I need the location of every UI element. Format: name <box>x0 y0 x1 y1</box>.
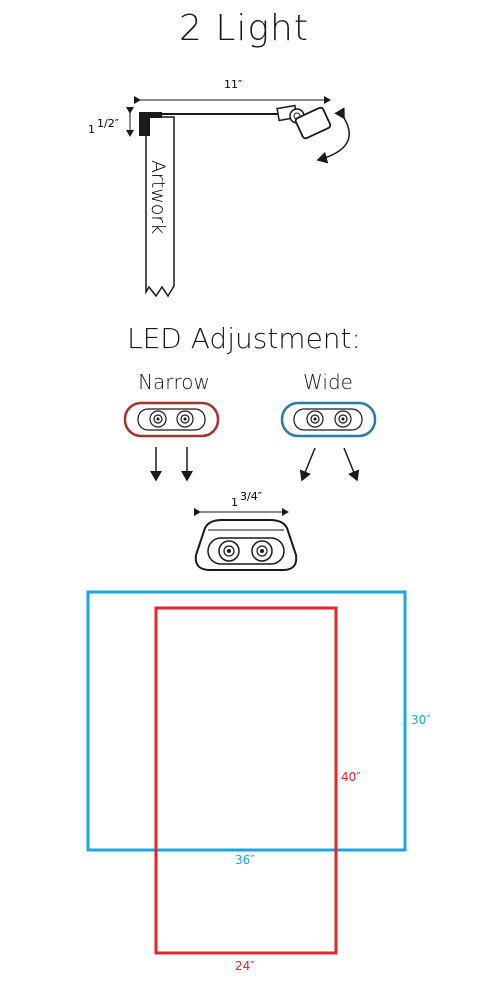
rotation-arrow-icon <box>316 107 350 164</box>
narrow-height-label: 40″ <box>341 770 361 784</box>
light-head-icon <box>276 104 332 140</box>
width-dimension-label: 11″ <box>224 78 242 91</box>
wide-beam-arrows-icon <box>299 447 360 482</box>
head-width-fraction: 3/4″ <box>240 490 262 503</box>
width-dimension: 11″ <box>134 78 331 104</box>
height-dimension-fraction: 1/2″ <box>97 117 119 130</box>
height-dimension: 1 1/2″ <box>88 107 134 137</box>
narrow-led-icon <box>123 401 220 438</box>
narrow-width-label: 24″ <box>235 959 255 973</box>
led-head-front-icon <box>194 519 298 571</box>
narrow-coverage-rect <box>154 606 338 955</box>
diagram-title: 2 Light <box>179 8 309 49</box>
narrow-beam-arrows-icon <box>150 447 193 482</box>
wide-label: Wide <box>303 370 353 394</box>
wide-coverage-rect <box>86 590 407 852</box>
led-adjustment-title: LED Adjustment: <box>127 322 361 355</box>
narrow-label: Narrow <box>138 370 210 394</box>
artwork-board: Artwork <box>139 112 175 298</box>
head-width-dimension: 1 3/4″ <box>194 490 289 516</box>
wide-width-label: 36″ <box>235 853 255 867</box>
height-dimension-label: 1 <box>88 123 95 136</box>
wide-led-icon <box>280 401 377 438</box>
wide-height-label: 30″ <box>411 713 431 727</box>
artwork-label: Artwork <box>147 160 169 234</box>
head-width-label: 1 <box>231 496 238 509</box>
